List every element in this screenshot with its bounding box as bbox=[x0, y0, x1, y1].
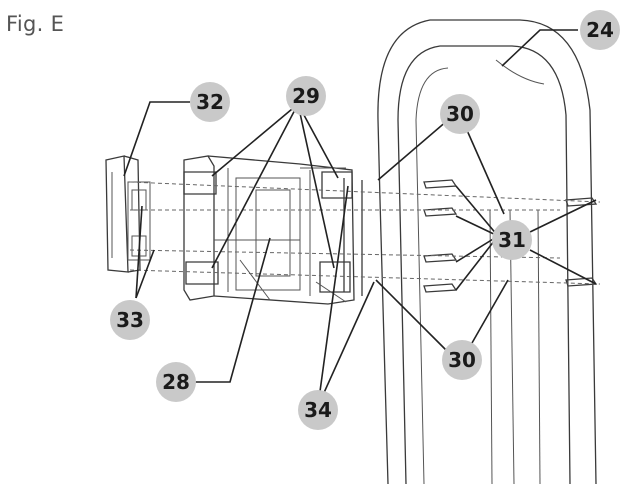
callout-label-34: 34 bbox=[304, 398, 332, 422]
callout-29: 29 bbox=[286, 76, 326, 116]
callout-label-32: 32 bbox=[196, 90, 224, 114]
frame-handle bbox=[377, 19, 597, 484]
callout-label-31: 31 bbox=[498, 228, 526, 252]
callout-33: 33 bbox=[110, 300, 150, 340]
callout-label-24: 24 bbox=[586, 18, 614, 42]
callout-label-28: 28 bbox=[162, 370, 190, 394]
rear-cap bbox=[105, 155, 151, 273]
callout-30-lower: 30 bbox=[442, 340, 482, 380]
leader-lines bbox=[123, 29, 597, 407]
callout-24: 24 bbox=[580, 10, 620, 50]
figure-title: Fig. E bbox=[6, 12, 65, 36]
callout-28: 28 bbox=[156, 362, 196, 402]
callout-label-33: 33 bbox=[116, 308, 144, 332]
callout-30-upper: 30 bbox=[440, 94, 480, 134]
clamp-block bbox=[183, 155, 355, 305]
assembly-axis-lines bbox=[129, 181, 601, 285]
callout-31: 31 bbox=[492, 220, 532, 260]
callout-label-30-lower: 30 bbox=[448, 348, 476, 372]
callout-32: 32 bbox=[190, 82, 230, 122]
callout-label-29: 29 bbox=[292, 84, 320, 108]
callout-34: 34 bbox=[298, 390, 338, 430]
callout-label-30-upper: 30 bbox=[446, 102, 474, 126]
